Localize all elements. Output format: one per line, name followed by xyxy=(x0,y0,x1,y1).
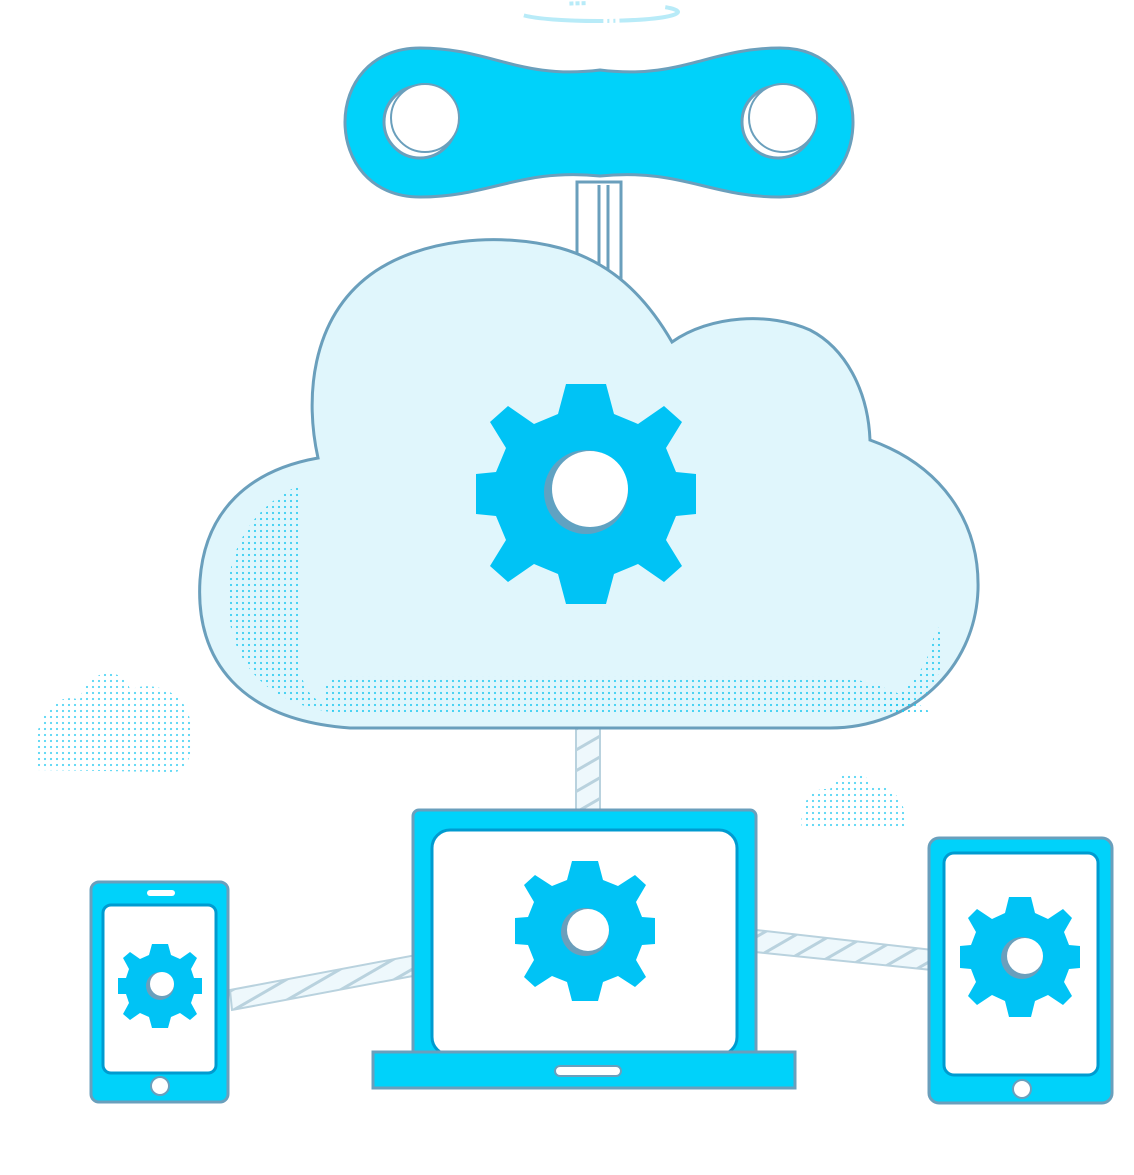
cable-to-tablet-icon xyxy=(753,928,935,972)
cable-to-laptop-icon xyxy=(575,717,601,815)
cloud-gear-icon xyxy=(476,384,696,604)
smartphone-icon xyxy=(89,880,230,1104)
tablet-gear-icon xyxy=(960,897,1080,1017)
background-cloud-left-icon xyxy=(34,673,192,772)
laptop-icon xyxy=(371,808,797,1090)
spin-motion-lines xyxy=(516,1,680,23)
background-cloud-right-icon xyxy=(801,773,907,830)
tablet-icon xyxy=(927,836,1114,1105)
laptop-gear-icon xyxy=(515,861,655,1001)
cable-to-phone-icon xyxy=(228,953,420,1012)
smartphone-gear-icon xyxy=(118,944,202,1028)
wind-up-key-icon xyxy=(343,46,855,199)
